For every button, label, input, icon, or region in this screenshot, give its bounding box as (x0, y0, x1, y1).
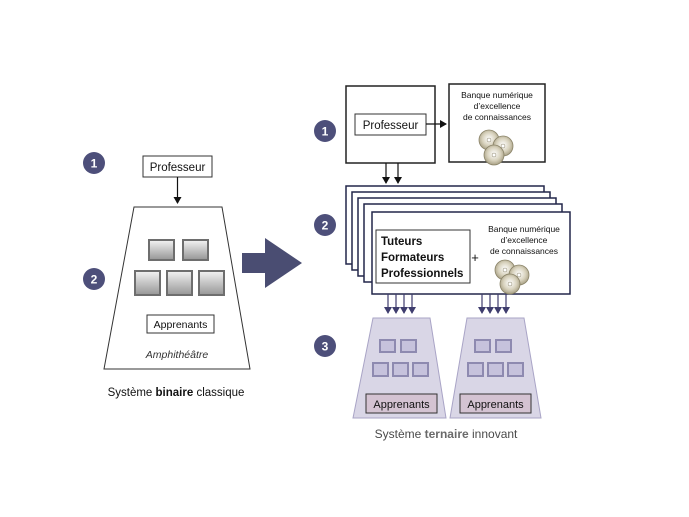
caption-left-post: classique (193, 387, 244, 399)
step-badge-2-right: 2 (314, 214, 336, 236)
learners-box-b (459, 393, 532, 414)
computer-icon (372, 362, 389, 377)
bank-line-3: de connaissances (463, 112, 531, 122)
computer-icon (467, 362, 484, 377)
caption-left-pre: Système (108, 387, 156, 399)
step-badge-3-right: 3 (314, 335, 336, 357)
learners-label-b: Apprenants (467, 399, 524, 411)
learners-box-left (146, 314, 215, 334)
computer-icon (392, 362, 409, 377)
amphitheatre-label: Amphithéâtre (145, 349, 209, 361)
arrows-to-group-b (478, 294, 510, 314)
computers-group-a (372, 339, 429, 377)
computer-icon (507, 362, 524, 377)
right-ternary-system: 1 2 3 Professeur Banque numérique d’exce… (314, 83, 571, 441)
computer-icon (182, 239, 209, 261)
learners-box-a (365, 393, 438, 414)
caption-left: Système binaire classique (108, 387, 245, 399)
computer-icon (474, 339, 491, 353)
left-classic-system: 1 2 Professeur Apprenants Amphithéâtre S… (83, 152, 251, 399)
knowledge-bank-top (448, 83, 546, 163)
step-badge-2-left: 2 (83, 268, 105, 290)
computer-icon (495, 339, 512, 353)
badge-text: 2 (91, 273, 98, 287)
caption-right-post: innovant (469, 427, 518, 441)
computers-left (134, 239, 225, 296)
bank2-line-1: Banque numérique (488, 224, 560, 234)
caption-right-bold: ternaire (425, 427, 469, 441)
learners-label-a: Apprenants (373, 399, 430, 411)
tutors-line-1: Tuteurs (381, 236, 422, 248)
tutors-line-2: Formateurs (381, 252, 444, 264)
plus-sign: + (471, 250, 479, 265)
bank2-line-3: de connaissances (490, 246, 558, 256)
computer-icon (487, 362, 504, 377)
computers-group-b (467, 339, 524, 377)
badge-text: 2 (322, 219, 329, 233)
computer-icon (198, 270, 225, 296)
professor-label-right: Professeur (363, 120, 419, 132)
computer-icon (412, 362, 429, 377)
bank-line-2: d’excellence (474, 101, 521, 111)
badge-text: 1 (91, 157, 98, 171)
computer-icon (148, 239, 175, 261)
badge-text: 1 (322, 125, 329, 139)
caption-right: Système ternaire innovant (375, 427, 518, 441)
arrows-to-group-a (384, 294, 416, 314)
step-badge-1-left: 1 (83, 152, 105, 174)
computer-icon (400, 339, 417, 353)
step-badge-1-right: 1 (314, 120, 336, 142)
caption-left-bold: binaire (156, 387, 194, 399)
caption-right-pre: Système (375, 427, 425, 441)
professor-label-left: Professeur (150, 162, 206, 174)
tutors-box (375, 229, 471, 284)
tutors-line-3: Professionnels (381, 268, 463, 280)
computer-icon (379, 339, 396, 353)
badge-text: 3 (322, 340, 329, 354)
disc-stack-icon (494, 259, 530, 295)
bank2-line-2: d’excellence (501, 235, 548, 245)
learners-label-left: Apprenants (154, 319, 208, 331)
computer-icon (166, 270, 193, 296)
bank-line-1: Banque numérique (461, 90, 533, 100)
transition-arrow (242, 238, 302, 288)
disc-stack-icon (478, 129, 514, 166)
computer-icon (134, 270, 161, 296)
